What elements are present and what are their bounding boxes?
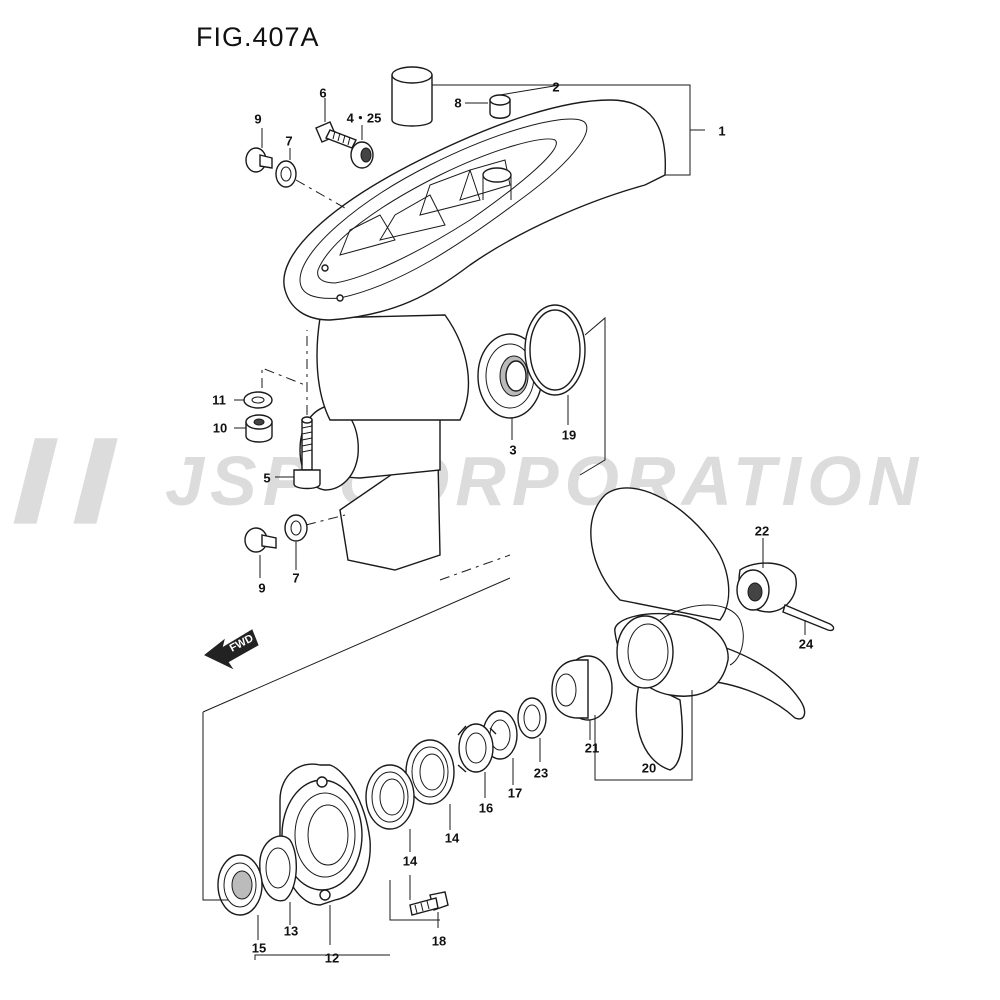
- lock-washer-13: [259, 835, 298, 902]
- plug-9-upper: [245, 147, 273, 173]
- oil-seal-14-a: [405, 739, 455, 805]
- callout-18: 18: [431, 933, 447, 949]
- callout-1: 1: [718, 123, 726, 139]
- callout-20: 20: [641, 760, 657, 776]
- washer-11: [243, 391, 273, 409]
- callout-2: 2: [552, 79, 560, 95]
- callout-16: 16: [478, 800, 494, 816]
- watermark: ▍▍ JSP CORPORATION: [20, 440, 980, 522]
- fwd-arrow-icon: FWD: [204, 629, 259, 670]
- propeller-20: [590, 487, 806, 771]
- callout-15: 15: [251, 940, 267, 956]
- bolt-18: [409, 891, 449, 916]
- callout-21: 21: [584, 740, 600, 756]
- jsp-logo-icon: ▍▍: [20, 442, 140, 520]
- callout-14-b: 14: [402, 853, 418, 869]
- callout-4-25: 4・25: [346, 110, 382, 126]
- oil-seal-14-b: [365, 764, 415, 830]
- callout-24: 24: [798, 636, 814, 652]
- callout-8: 8: [454, 95, 462, 111]
- callout-9-lower: 9: [258, 580, 266, 596]
- bearing-15: [217, 854, 263, 916]
- bushing-2: [391, 66, 433, 127]
- callout-14-a: 14: [444, 830, 460, 846]
- watermark-text: JSP CORPORATION: [165, 442, 925, 520]
- gasket-7-lower: [284, 514, 308, 542]
- callout-19: 19: [561, 427, 577, 443]
- plug-9-lower: [244, 527, 277, 553]
- bearing-housing-12: [279, 763, 371, 906]
- callout-10: 10: [212, 420, 228, 436]
- callout-9-upper: 9: [254, 111, 262, 127]
- figure-title: FIG.407A: [196, 22, 320, 52]
- callout-3: 3: [509, 442, 517, 458]
- callout-11: 11: [212, 392, 226, 408]
- callout-13: 13: [283, 923, 299, 939]
- prop-nut-22: [736, 562, 797, 613]
- callout-17: 17: [507, 785, 523, 801]
- bolt-5: [293, 416, 321, 490]
- washer-23: [517, 697, 547, 739]
- callout-23: 23: [533, 765, 549, 781]
- spacer-21: [551, 655, 613, 721]
- bolt-6: [315, 121, 357, 149]
- callout-7-lower: 7: [292, 570, 300, 586]
- callout-6: 6: [319, 85, 327, 101]
- callout-22: 22: [754, 523, 770, 539]
- thrust-washer-16: [457, 723, 497, 773]
- cotter-pin-24: [782, 604, 835, 632]
- callout-7-upper: 7: [285, 133, 293, 149]
- callout-12: 12: [324, 950, 340, 966]
- bushing-8: [489, 94, 511, 119]
- callout-5: 5: [263, 470, 271, 486]
- o-ring-19: [524, 304, 586, 396]
- collar-4-25: [350, 141, 374, 169]
- nut-10: [245, 414, 273, 443]
- gear-case-housing: [283, 99, 666, 571]
- gasket-7-upper: [275, 160, 297, 188]
